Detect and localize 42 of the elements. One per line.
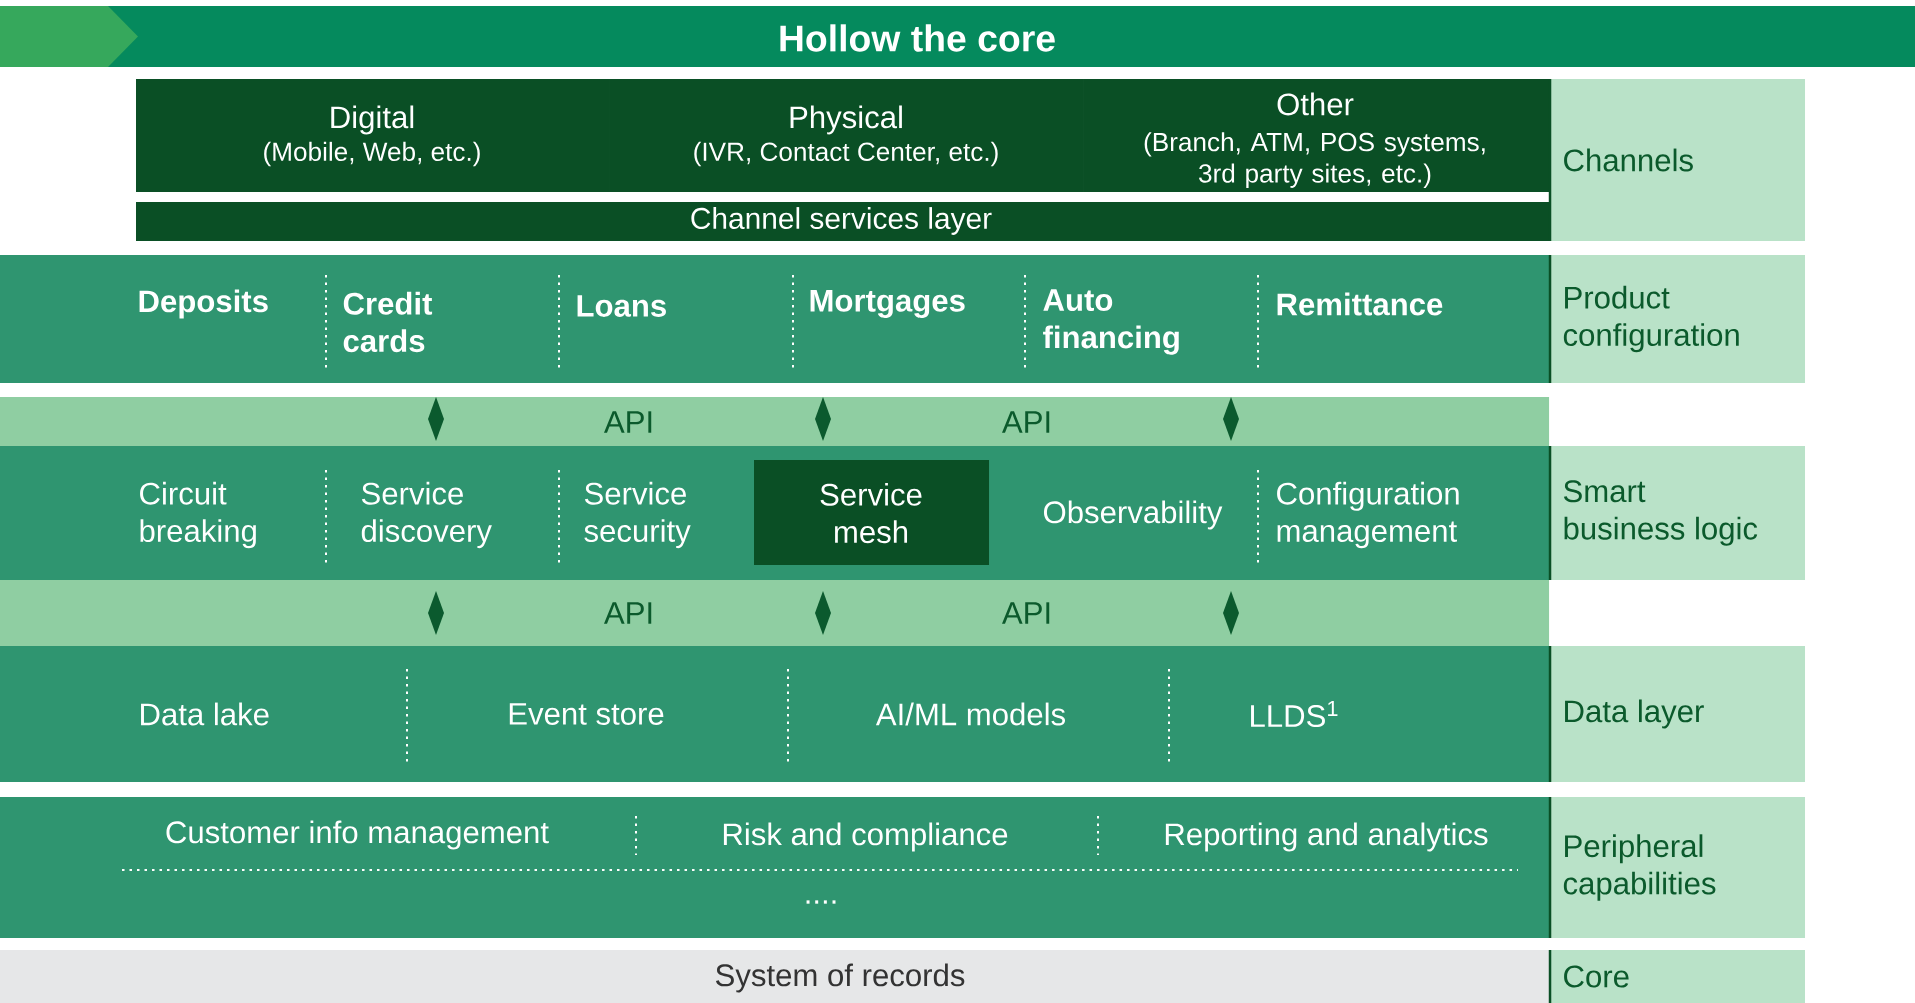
product-name: Mortgages bbox=[810, 290, 965, 318]
product-name: Auto financing bbox=[1043, 289, 1179, 355]
product-name: Credit cards bbox=[343, 291, 433, 353]
capability-label: Risk and compliance bbox=[723, 822, 1008, 852]
channel-box: Physical (IVR, Contact Center, etc.) bbox=[609, 79, 1084, 192]
ellipsis: .... bbox=[806, 900, 836, 904]
product-name: Deposits bbox=[139, 289, 268, 319]
service-mesh-box: Service mesh bbox=[754, 460, 989, 565]
capability-label: Reporting and analytics bbox=[1165, 822, 1488, 852]
node-label: Other bbox=[1277, 92, 1354, 116]
feature-label: Circuit breaking bbox=[140, 481, 256, 549]
layer-label: Core bbox=[1564, 965, 1629, 988]
node-label: (Branch, ATM, POS systems, 3rd party sites, etc.) bbox=[1144, 132, 1485, 188]
layer-label: Peripheral capabilities bbox=[1563, 834, 1716, 901]
component-label: Data lake bbox=[141, 702, 269, 726]
feature-label: Observability bbox=[1044, 500, 1223, 530]
api-label: API bbox=[604, 602, 652, 624]
component-label: AI/ML models bbox=[875, 702, 1065, 726]
channel-box: Other (Branch, ATM, POS systems, 3rd party sites, etc.) bbox=[1083, 79, 1550, 192]
layer-label: Data layer bbox=[1565, 699, 1704, 729]
channel-services-bar: Channel services layer bbox=[136, 202, 1550, 241]
layer-label: Smart business logic bbox=[1563, 480, 1758, 546]
component-label: Event store bbox=[509, 703, 664, 725]
api-label: API bbox=[604, 411, 652, 433]
feature-label: Service discovery bbox=[361, 481, 492, 549]
feature-label: Configuration management bbox=[1277, 481, 1459, 549]
channel-box: Digital (Mobile, Web, etc.) bbox=[136, 79, 609, 192]
capability-label: Customer info management bbox=[166, 820, 549, 850]
node-label: Physical bbox=[790, 105, 902, 135]
product-name: Remittance bbox=[1277, 292, 1443, 316]
api-label: API bbox=[1002, 411, 1050, 433]
component-label: LLDS$^{1}$ bbox=[1251, 700, 1338, 728]
node-label: Digital bbox=[331, 105, 414, 135]
node-label: (Mobile, Web, etc.) bbox=[264, 141, 480, 167]
node-label: (IVR, Contact Center, etc.) bbox=[694, 141, 998, 167]
layer-label: Channels bbox=[1564, 148, 1693, 172]
product-name: Loans bbox=[577, 295, 666, 317]
title: Hollow the core bbox=[780, 24, 1055, 52]
api-label: API bbox=[1002, 602, 1050, 624]
layer-label: Product configuration bbox=[1563, 285, 1739, 353]
core-label: System of records bbox=[716, 963, 965, 993]
feature-label: Service security bbox=[584, 481, 691, 549]
